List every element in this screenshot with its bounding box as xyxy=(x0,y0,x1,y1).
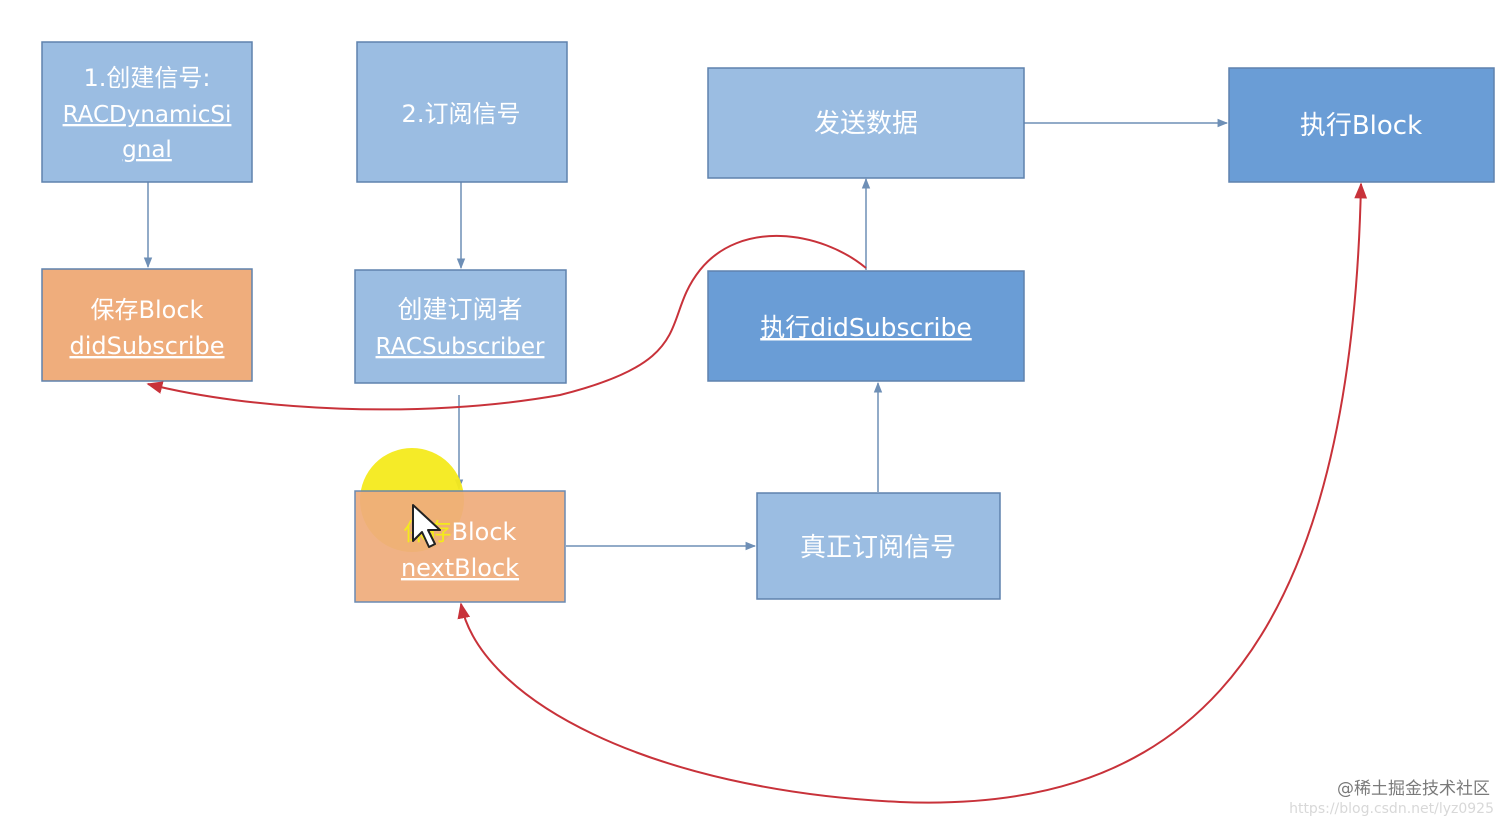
node-create-subscriber-line2: RACSubscriber xyxy=(376,334,545,360)
node-real-subscribe-label: 真正订阅信号 xyxy=(800,533,956,563)
node-exec-did-subscribe: 执行didSubscribe xyxy=(707,270,1025,382)
node-save-did-subscribe-line2: didSubscribe xyxy=(69,332,224,360)
node-exec-did-subscribe-label: 执行didSubscribe xyxy=(760,313,972,342)
node-save-next-block: 保存Block nextBlock xyxy=(354,490,566,603)
node-send-data: 发送数据 xyxy=(707,67,1025,179)
node-create-signal-line1: 1.创建信号: xyxy=(84,64,211,92)
node-create-signal-line3: gnal xyxy=(122,137,172,163)
watermark-url: https://blog.csdn.net/lyz0925 xyxy=(1289,801,1494,817)
node-save-next-block-line1-b: Block xyxy=(452,518,517,546)
node-save-did-subscribe: 保存Block didSubscribe xyxy=(41,268,253,382)
node-send-data-label: 发送数据 xyxy=(814,109,918,139)
node-create-signal: 1.创建信号: RACDynamicSi gnal xyxy=(41,41,253,183)
node-subscribe-signal: 2.订阅信号 xyxy=(356,41,568,183)
node-save-next-block-line2: nextBlock xyxy=(401,554,519,582)
red-curve-save-next-to-exec-block xyxy=(457,182,1368,804)
node-subscribe-signal-label: 2.订阅信号 xyxy=(402,100,521,128)
node-save-did-subscribe-line1: 保存Block xyxy=(91,296,204,324)
node-create-subscriber: 创建订阅者 RACSubscriber xyxy=(354,269,567,384)
node-exec-block-label: 执行Block xyxy=(1300,111,1422,141)
watermark-site: @稀土掘金技术社区 xyxy=(1337,779,1490,799)
node-create-signal-line2: RACDynamicSi xyxy=(63,102,232,128)
node-exec-block: 执行Block xyxy=(1228,67,1495,183)
node-create-subscriber-line1: 创建订阅者 xyxy=(397,295,522,324)
mouse-cursor-icon xyxy=(412,504,441,548)
node-real-subscribe: 真正订阅信号 xyxy=(756,492,1001,600)
